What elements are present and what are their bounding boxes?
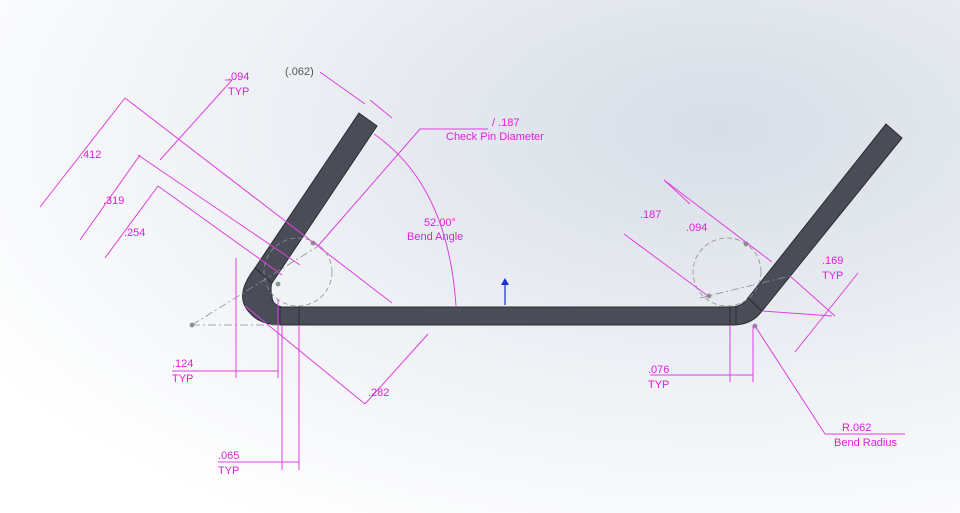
extension-412 xyxy=(39,97,126,208)
ref-point-3 xyxy=(275,281,281,287)
virtual-sharp-left-diag xyxy=(191,244,321,326)
dim-076-typ: TYP xyxy=(648,379,669,391)
dim-124-typ: TYP xyxy=(172,373,193,385)
bend-angle-value: 52.00° xyxy=(424,217,456,229)
dim-062-ref-label: (.062) xyxy=(285,66,314,78)
extension-169-b xyxy=(789,275,836,317)
ref-point-5 xyxy=(706,293,712,299)
extension-319 xyxy=(79,154,141,241)
leader-062 xyxy=(319,71,366,105)
dim-094-right-label: .094 xyxy=(686,222,707,234)
dim-169 xyxy=(794,272,859,353)
dim-412-label: .412 xyxy=(80,149,101,161)
check-pin-circle-left xyxy=(263,237,333,307)
extension-254 xyxy=(104,185,159,259)
check-pin-label: Check Pin Diameter xyxy=(446,131,544,143)
dimension-lines xyxy=(39,71,905,470)
base-flange xyxy=(279,306,731,326)
dim-076-label: .076 xyxy=(648,364,669,376)
extension-094-top xyxy=(159,79,233,161)
bend-angle-arc xyxy=(373,133,457,307)
leader-254 xyxy=(157,185,283,276)
dim-187-right-label: .187 xyxy=(640,209,661,221)
leader-bend-radius xyxy=(754,325,826,435)
dim-094-right xyxy=(663,179,773,263)
dim-094-top-typ: TYP xyxy=(228,86,249,98)
extension-169-a xyxy=(761,310,833,317)
leader-412 xyxy=(124,97,393,304)
dim-065-label: .065 xyxy=(218,450,239,462)
dimension-labels: .094 TYP (.062) .412 .319 .254 / .187 Ch… xyxy=(80,66,897,477)
extension-282 xyxy=(244,305,366,405)
dim-319-label: .319 xyxy=(103,195,124,207)
dim-094-top-label: .094 xyxy=(228,71,249,83)
ref-point-1 xyxy=(189,322,195,328)
dim-254-label: .254 xyxy=(124,227,145,239)
bend-angle-label: Bend Angle xyxy=(407,231,463,243)
leader-062-b xyxy=(369,99,393,119)
dim-169-typ: TYP xyxy=(822,270,843,282)
dim-065-typ: TYP xyxy=(218,465,239,477)
check-pin-circle-right xyxy=(692,237,762,307)
check-pin-value: / .187 xyxy=(492,117,520,129)
leader-check-pin-diag xyxy=(317,128,421,247)
dim-282-label: .282 xyxy=(368,387,389,399)
dim-282 xyxy=(364,333,429,405)
bend-radius-label: Bend Radius xyxy=(834,437,897,449)
leader-319 xyxy=(137,154,301,266)
bend-radius-value: R.062 xyxy=(842,422,871,434)
dim-187-right xyxy=(623,233,709,297)
dim-169-label: .169 xyxy=(822,255,843,267)
origin-arrow xyxy=(501,278,509,305)
dim-124-label: .124 xyxy=(172,358,193,370)
extension-094-right xyxy=(663,179,691,205)
